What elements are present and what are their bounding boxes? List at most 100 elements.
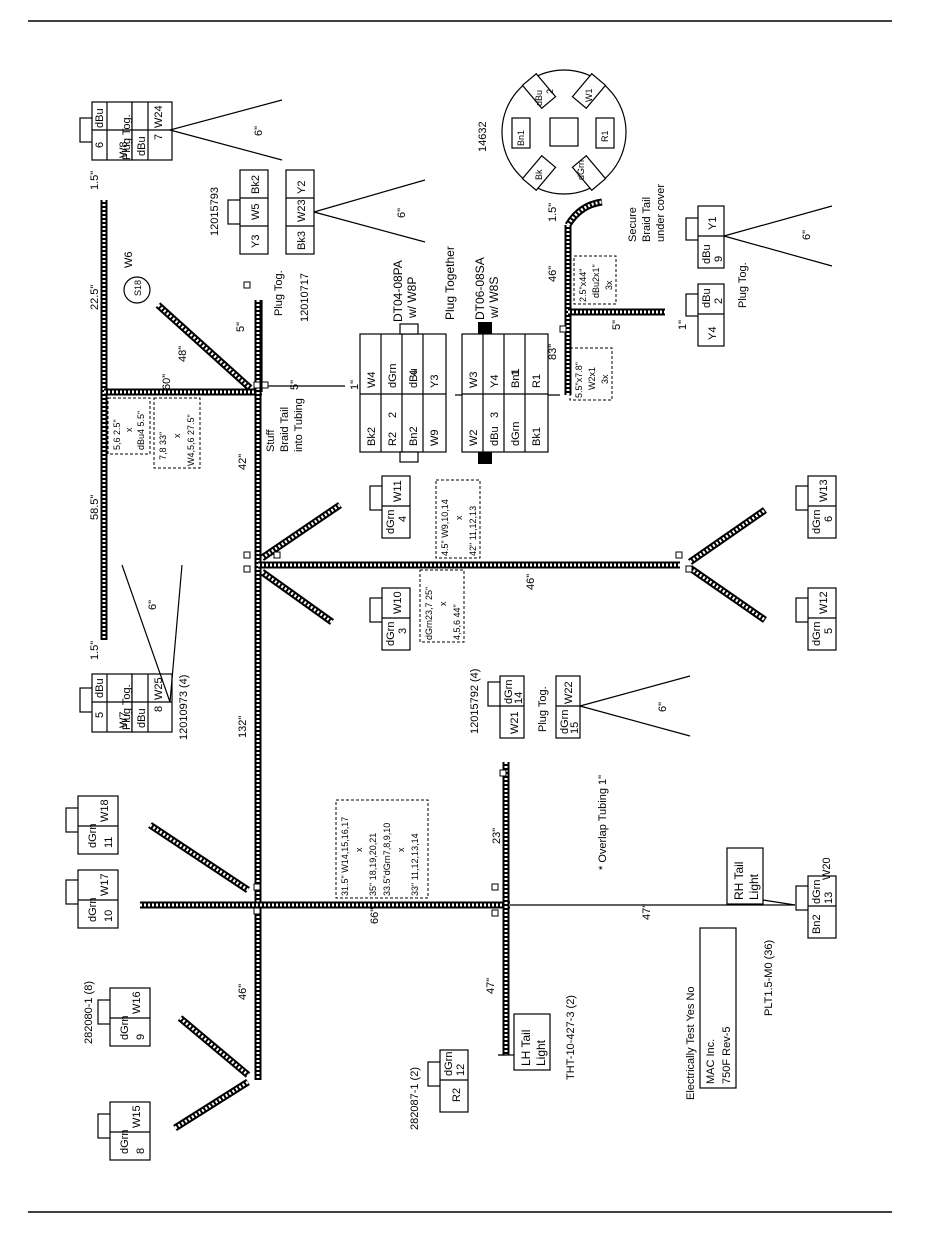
pin-wire: W7 <box>118 712 130 729</box>
cut-text: W2x1 <box>587 367 597 390</box>
connector-y1: dBu 9 Y1 Plug Tog. <box>685 205 749 308</box>
pin-color: dBu <box>136 708 148 728</box>
pin-label: 2 <box>545 89 555 94</box>
pin-wire: Y1 <box>707 217 719 230</box>
pin-wire: W25 <box>153 677 165 700</box>
cut-note-5: 31.5" W14,15,16,17 x 35" 18,19,20,21 33.… <box>335 799 429 899</box>
pin-number: 13 <box>823 892 835 904</box>
dimensions: 1.5" 22.5" 58.5" 1.5" 132" 42" 46" 66" 4… <box>89 171 689 1000</box>
dim: 46" <box>237 984 249 1000</box>
pin-number: 5 <box>94 712 106 718</box>
pin-color: dGrn <box>385 510 397 534</box>
pin-color: dGrn <box>87 898 99 922</box>
title-block: Electrically Test Yes No MAC Inc. 750F R… <box>565 927 775 1100</box>
cut-text: 3x <box>604 280 614 290</box>
dim: 1.5" <box>547 203 559 222</box>
dim-6: 6" <box>147 600 159 610</box>
pin-color: dGrn <box>87 824 99 848</box>
plug-tog-label: Plug Tog. <box>537 686 549 732</box>
cut-note-4: dGrn23,7 25" x 4,5,6 44" <box>419 569 465 643</box>
part-number: 12015792 (4) <box>469 669 481 734</box>
pin-label: 3 <box>489 412 501 418</box>
pin-label: W23 <box>296 199 308 222</box>
cut-text: 35" 18,19,20,21 <box>368 833 378 896</box>
plug-tog-label: Plug Tog. <box>121 684 133 730</box>
pin-number: 4 <box>397 516 409 522</box>
connector-w17: dGrn 10 W17 <box>65 869 119 929</box>
lh-label: LH Tail <box>519 1030 533 1066</box>
cut-note-7: 2.5"x44" dBu2x1" 3x <box>573 255 617 305</box>
title-line: 750F Rev-5 <box>721 1027 733 1084</box>
pin-number: 14 <box>513 692 525 704</box>
round-connector-14632: dBu 2 W1 R1 Bn1 dGrn Bk 14632 <box>477 69 627 195</box>
pin-color: dGrn <box>443 1052 455 1076</box>
pin-label: dGrn <box>510 422 522 446</box>
dim: 23" <box>491 828 503 844</box>
w6-label: W6 <box>123 252 135 269</box>
dim: 1.5" <box>89 641 101 660</box>
pin-label: Y3 <box>250 235 262 248</box>
part-number: w/ W8P <box>405 277 419 319</box>
part-number: DT06-08SA <box>473 257 487 320</box>
secure-note: under cover <box>655 184 667 242</box>
dim: 60" <box>161 374 173 390</box>
pin-number: 6 <box>823 516 835 522</box>
pin-wire: W11 <box>392 480 404 502</box>
pin-label: dGrn <box>387 364 399 388</box>
pin-label: Bk2 <box>366 427 378 446</box>
plug-together-label: Plug Together <box>443 246 457 320</box>
part-number: 14632 <box>477 121 489 152</box>
dim: 46" <box>525 574 537 590</box>
pin-color: dGrn <box>119 1130 131 1154</box>
pin-number: 12 <box>455 1064 467 1076</box>
pin-color: dGrn <box>119 1016 131 1040</box>
pin-label: Bk2 <box>250 175 262 194</box>
cut-text: 33" 11,12,13,14 <box>410 833 420 896</box>
cut-text: x <box>454 515 464 520</box>
dim: 58.5" <box>89 495 101 520</box>
cut-text: 4.5" W9,10,14 <box>440 499 450 556</box>
pin-number: 2 <box>713 298 725 304</box>
dim: 42" <box>237 454 249 470</box>
pin-color: dBu <box>94 108 106 128</box>
pin-label: R2 <box>387 432 399 446</box>
lh-label: Light <box>534 1039 548 1066</box>
connector-bk2-y2: Bk2 W5 Y3 Y2 W23 Bk3 12015793 Plug Tog. … <box>209 169 315 322</box>
dim: 46" <box>547 266 559 282</box>
lh-tail-light: LH Tail Light <box>513 1013 551 1071</box>
pin-wire: R2 <box>451 1088 463 1102</box>
pin-color: dBu <box>94 678 106 698</box>
pin-label: 1 <box>510 370 522 376</box>
part-number: 282080-1 (8) <box>83 981 95 1044</box>
dim: 5" <box>289 380 301 390</box>
cut-text: dGrn23,7 25" <box>424 587 434 640</box>
pin-label: Y4 <box>489 375 501 388</box>
connector-w16: dGrn 9 W16 282080-1 (8) <box>83 981 151 1047</box>
title-line: MAC Inc. <box>705 1039 717 1084</box>
cut-text: 5,6 2.5" <box>112 419 122 450</box>
plug-tog-label: Plug Tog. <box>737 262 749 308</box>
pin-label: Y2 <box>296 181 308 194</box>
dim: 1" <box>349 380 361 390</box>
secure-note: Secure <box>627 207 639 242</box>
connector-w18: dGrn 11 W18 <box>65 795 119 855</box>
secure-note: Braid Tail <box>641 197 653 242</box>
title-line: Electrically Test Yes No <box>685 986 697 1100</box>
pin-label: W4 <box>366 372 378 389</box>
pin-label: dGrn <box>576 160 586 180</box>
cut-text: x <box>438 601 448 606</box>
part-number: PLT1.5-M0 (36) <box>763 940 775 1016</box>
pin-number: 8 <box>153 706 165 712</box>
pin-wire: W17 <box>99 873 111 896</box>
dim: 48" <box>177 346 189 362</box>
pin-number: 7 <box>153 134 165 140</box>
dim: 83" <box>547 344 559 360</box>
pin-wire: W21 <box>509 711 521 734</box>
stuff-note: into Tubing <box>293 398 305 452</box>
dim-6: 6" <box>657 702 669 712</box>
pin-label: R1 <box>600 130 610 142</box>
junction-markers <box>243 281 693 917</box>
dim: 22.5" <box>89 285 101 310</box>
pin-wire: W8 <box>118 142 130 159</box>
